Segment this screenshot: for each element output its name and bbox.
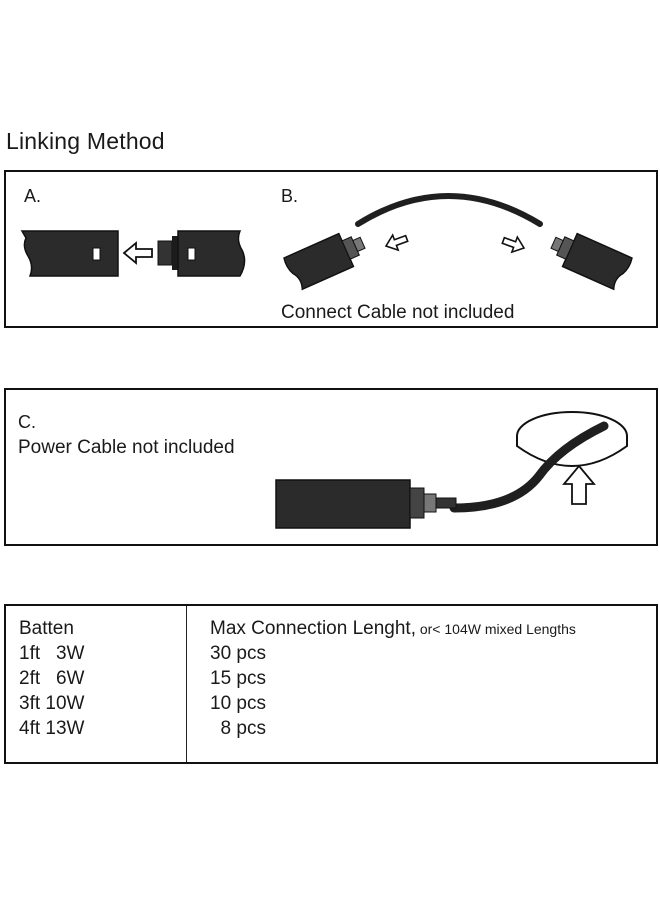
left-batten-socket [92,247,101,261]
label-a: A. [24,186,42,206]
table-row-max: 15 pcs [210,668,266,689]
table-row-max: 10 pcs [210,693,266,714]
table-header-note: or< 104W mixed Lengths [415,621,576,637]
linking-panel-ab: A. B. [4,170,658,328]
batten-c [275,479,411,529]
label-b: B. [281,186,299,206]
power-cable-caption: Power Cable not included [18,437,235,458]
table-header-batten: Batten [19,618,74,639]
left-batten-illustration [20,230,119,277]
power-cable [449,421,609,513]
connect-cable-caption: Connect Cable not included [281,302,515,323]
diagram-c-power-link [275,411,628,529]
table-row-max: 8 pcs [210,718,266,739]
table-header-max: Max Connection Lenght, or< 104W mixed Le… [210,616,576,642]
table-row-max: 30 pcs [210,643,266,664]
right-batten-b [561,232,633,291]
right-batten-socket [187,247,196,261]
left-batten-b [283,232,355,291]
connect-cable [355,193,543,227]
diagram-a-direct-link [20,230,246,277]
left-arrow-icon [122,241,153,265]
label-c: C. [18,412,36,432]
table-column-divider [186,606,187,762]
left-arrow-b-icon [384,233,409,252]
page-title: Linking Method [6,128,165,154]
connection-table: Batten Max Connection Lenght, or< 104W m… [4,604,658,764]
table-header-max-text: Max Connection Lenght, [210,618,416,639]
right-arrow-b-icon [501,235,526,254]
linking-panel-c: C. Power Cable not included [4,388,658,546]
connector-plug [157,240,173,266]
table-row-batten: 3ft 10W [19,693,85,714]
table-row-batten: 2ft 6W [19,668,85,689]
right-batten-illustration [177,230,246,277]
table-row-batten: 1ft 3W [19,643,85,664]
up-arrow-icon [562,464,596,505]
table-row-batten: 4ft 13W [19,718,85,739]
diagram-b-cable-link [283,193,633,291]
power-base-side [516,436,628,467]
